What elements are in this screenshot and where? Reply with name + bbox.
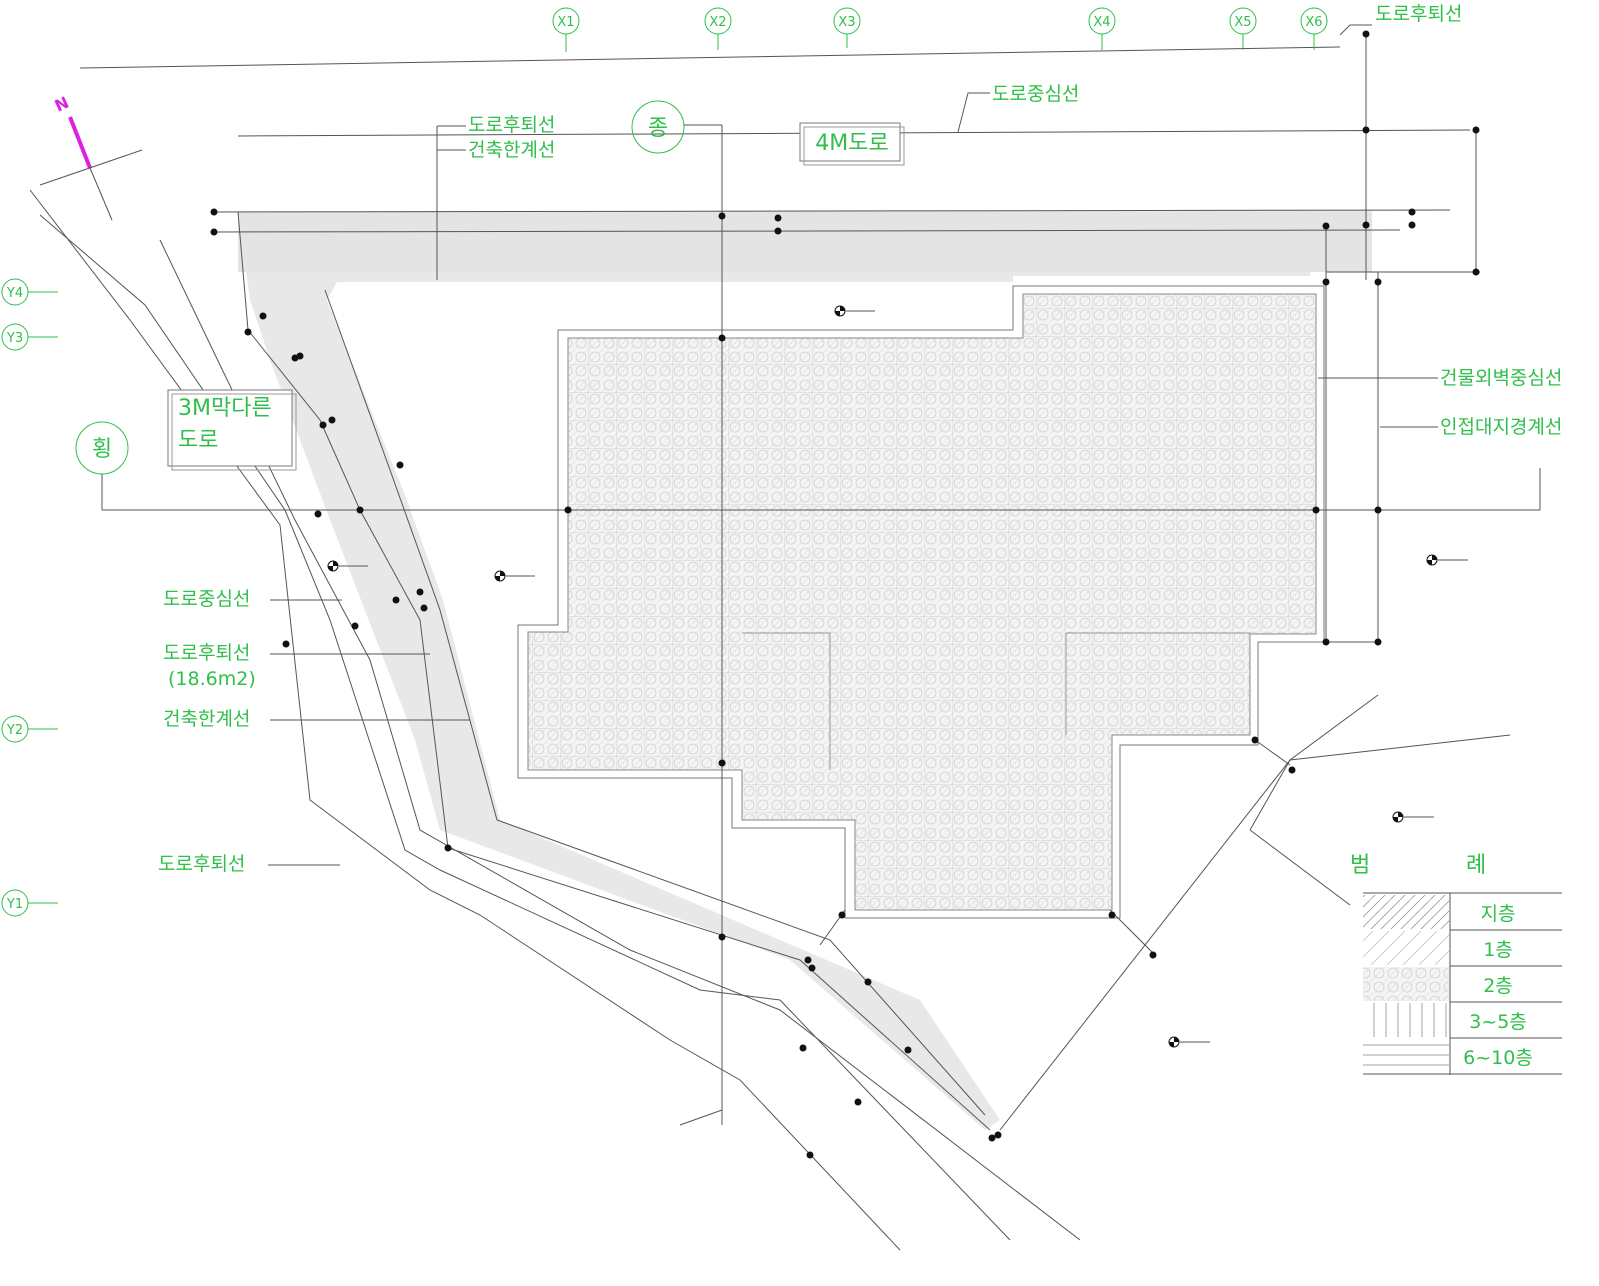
grid-bubble-y2: Y2 [1,715,58,743]
label-left-setback: 도로후퇴선 [163,642,250,664]
grid-bubble-y3: Y3 [1,323,58,351]
legend-swatch-floor3-5 [1363,1003,1449,1037]
label-left-setback-lower: 도로후퇴선 [158,853,245,875]
grid-label: Y3 [6,331,23,346]
grid-bubble-x1: X1 [552,7,580,52]
grid-bubble-x6: X6 [1300,7,1328,50]
legend-swatch-floor1 [1363,931,1449,965]
cul-de-sac-tag: 3M막다른 도로 [167,389,297,471]
grid-bubble-x5: X5 [1229,7,1257,50]
label-left-centerline: 도로중심선 [163,588,250,610]
svg-text:N: N [52,93,72,116]
section-marker-transverse: 횡 [75,421,129,510]
label-left-building-line: 건축한계선 [163,708,250,730]
label-road-centerline-top: 도로중심선 [992,83,1079,105]
label-road-setback-top: 도로후퇴선 [1375,3,1462,25]
label-wall-centerline: 건물외벽중심선 [1440,367,1562,389]
grid-bubble-y1: Y1 [1,889,58,917]
building-line-top [213,229,1401,233]
label-building-line-upper: 건축한계선 [468,139,555,161]
north-arrow-icon: N [39,93,143,221]
level-marker-icon [1392,811,1434,823]
level-marker-icon [834,305,875,317]
legend-item-label: 3~5층 [1469,1011,1527,1033]
survey-points [210,30,1480,1159]
left-road-outer-line [29,189,901,1251]
grid-label: X4 [1093,15,1110,30]
grid-y-markers: Y4 Y3 Y2 Y1 [1,278,58,917]
level-marker-icon [1426,554,1468,566]
grid-bubble-y4: Y4 [1,278,58,306]
road-setback-line-top [213,209,1451,213]
section-marker-longitudinal: 종 [631,100,722,154]
road-4m-tag: 4M도로 [799,122,905,166]
cul-de-sac-label-1: 3M막다른 [178,396,272,421]
level-markers [327,305,1468,1048]
grid-label: Y2 [6,723,23,738]
legend-item-label: 2층 [1483,975,1513,997]
grid-label: Y1 [6,897,23,912]
left-building-line [324,289,986,1116]
level-marker-icon [1168,1036,1210,1048]
grid-label: X6 [1305,15,1322,30]
legend-item-label: 6~10층 [1463,1047,1533,1069]
section-marker-label: 종 [648,116,668,141]
building-footprint [517,285,1325,919]
grid-label: X2 [709,15,726,30]
grid-bubble-x4: X4 [1088,7,1116,50]
legend-item-label: 지층 [1481,903,1516,925]
cul-de-sac-label-2: 도로 [178,428,218,453]
grid-label: X5 [1234,15,1251,30]
road-4m-label: 4M도로 [815,131,888,156]
legend-swatch-floor6-10 [1363,1039,1449,1073]
level-marker-icon [494,570,535,582]
label-adjacent-boundary: 인접대지경계선 [1440,416,1562,438]
grid-x-markers: X1 X2 X3 X4 X5 X6 [552,7,1328,52]
legend-swatch-basement [1363,895,1449,929]
legend-title-right: 례 [1466,853,1486,878]
top-road-setback-band [238,212,1372,272]
top-boundary-line [79,46,1341,69]
level-marker-icon [327,560,368,572]
section-marker-label: 횡 [92,437,112,462]
left-setback-line [237,211,991,1131]
legend-title-left: 범 [1350,853,1370,878]
grid-label: X1 [557,15,574,30]
legend-item-label: 1층 [1483,939,1513,961]
grid-label: X3 [838,15,855,30]
grid-bubble-x3: X3 [833,7,861,48]
grid-bubble-x2: X2 [704,7,732,50]
left-road-centerline [39,214,1011,1241]
label-left-setback-area: (18.6m2) [168,668,256,690]
legend-swatch-floor2 [1363,967,1449,1001]
label-road-setback-upper: 도로후퇴선 [468,114,555,136]
grid-label: Y4 [6,286,23,301]
legend: 범 례 지층 1층 2층 3~5층 6~10층 [1350,853,1562,1075]
